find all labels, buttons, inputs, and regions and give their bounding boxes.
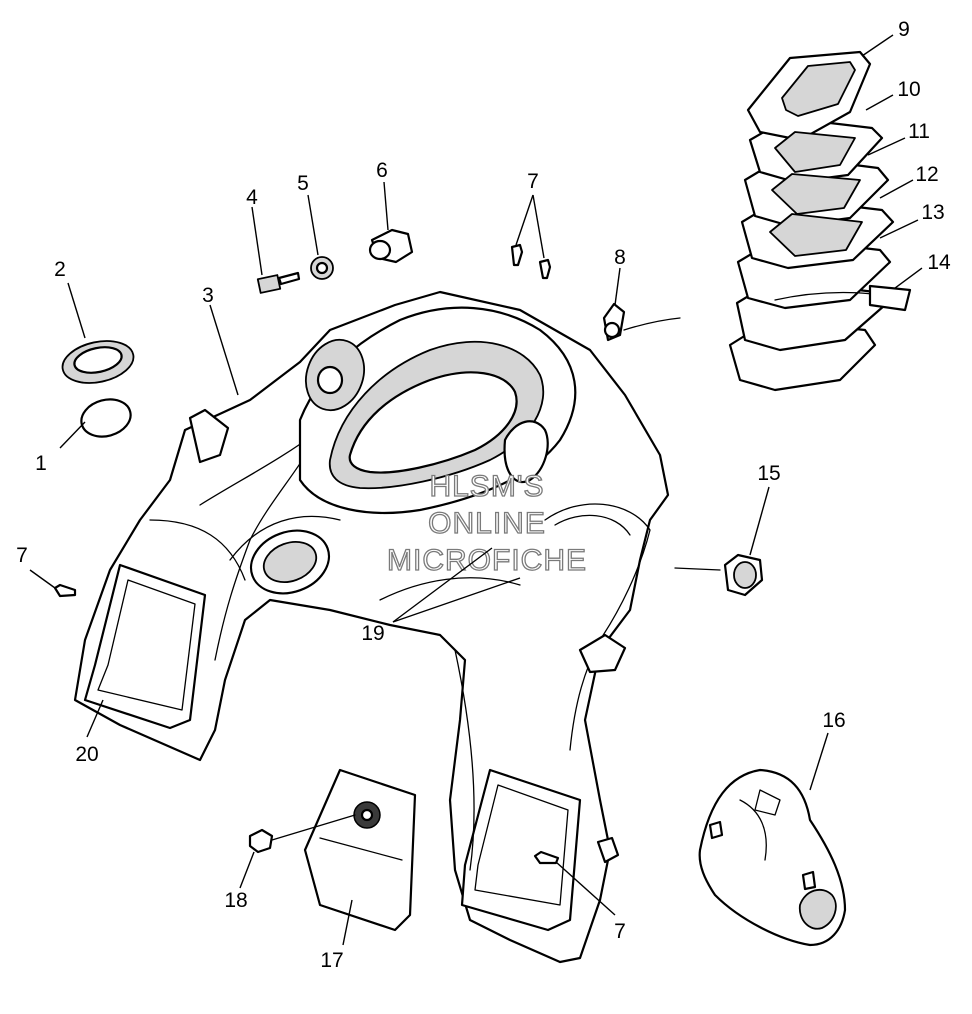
callout-4: 4: [246, 186, 258, 209]
callout-8: 8: [614, 246, 626, 269]
callout-18: 18: [224, 889, 247, 912]
callout-10: 10: [897, 78, 920, 101]
watermark-line-2: ONLINE: [428, 507, 546, 540]
callout-13: 13: [921, 201, 944, 224]
callout-15: 15: [757, 462, 780, 485]
callout-16: 16: [822, 709, 845, 732]
watermark-line-3: MICROFICHE: [387, 544, 587, 577]
callout-7-top: 7: [527, 170, 539, 193]
watermark-line-1: HLSM'S: [429, 470, 544, 503]
callout-3: 3: [202, 284, 214, 307]
bushing-part: [674, 553, 764, 597]
nut-part: [310, 256, 334, 280]
callout-7-lower: 7: [614, 920, 626, 943]
screw-lower-part: [533, 850, 560, 865]
ignition-key-part: [256, 271, 301, 294]
callout-2: 2: [54, 258, 66, 281]
callout-7-left: 7: [16, 544, 28, 567]
callout-17: 17: [320, 949, 343, 972]
callout-9: 9: [898, 18, 910, 41]
callout-labels: 1 2 3 4 5 6 7 7 7 8 9 10 11 12 13 14 15 …: [16, 18, 951, 972]
callout-14: 14: [927, 251, 951, 274]
callout-6: 6: [376, 159, 388, 182]
callout-11: 11: [908, 120, 930, 143]
callout-5: 5: [297, 172, 309, 195]
ignition-switch-part: [368, 228, 414, 264]
screw-left-part: [53, 583, 77, 598]
door-screw-part: [248, 814, 356, 854]
leader-lines: [29, 34, 923, 946]
callout-12: 12: [915, 163, 938, 186]
callout-20: 20: [75, 743, 98, 766]
side-cover-part: [698, 768, 847, 947]
hood-console-part: [73, 290, 670, 964]
o-ring-part: [80, 398, 132, 438]
screw-pair-part: [510, 243, 552, 280]
sensor-part: [602, 302, 681, 342]
callout-19: 19: [361, 622, 384, 645]
callout-1: 1: [35, 452, 47, 475]
watermark: HLSM'S ONLINE MICROFICHE: [386, 469, 587, 577]
glove-box-door-part: [303, 768, 417, 932]
gauge-stack-part: [728, 50, 912, 392]
bezel-ring-part: [61, 340, 135, 384]
